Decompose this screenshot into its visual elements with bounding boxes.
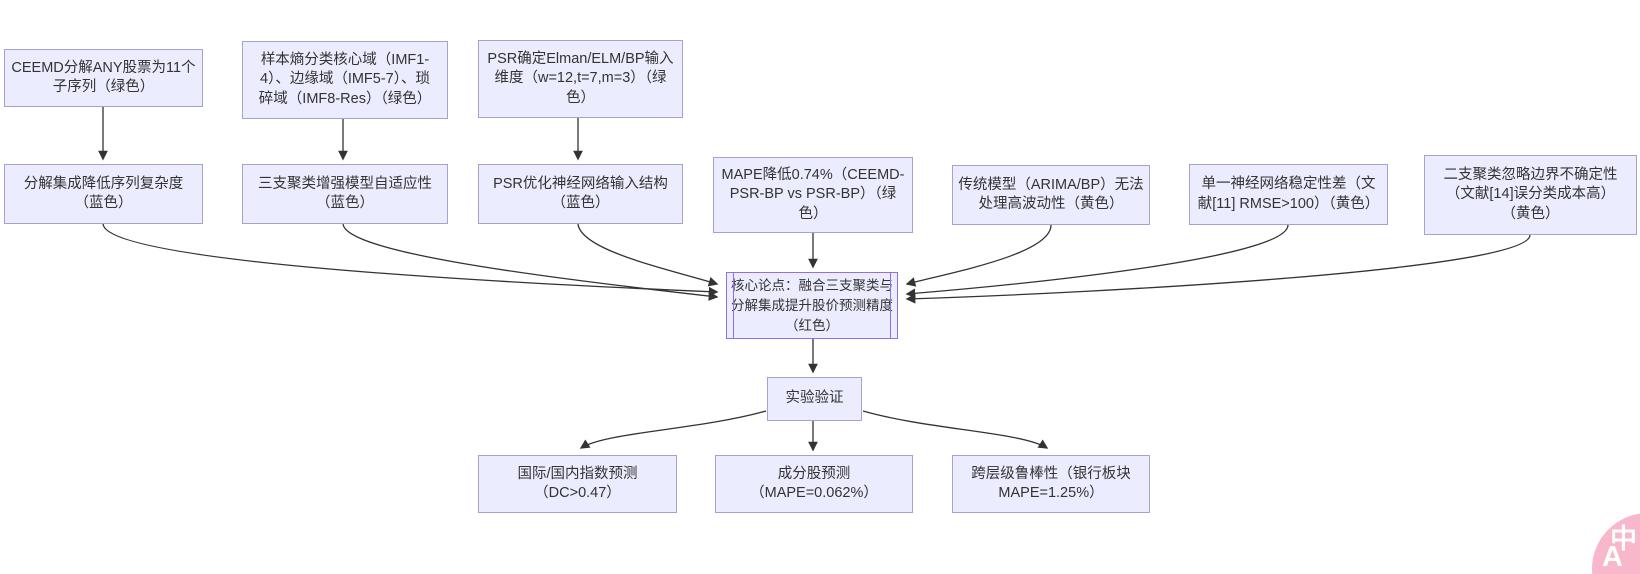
node-label: PSR优化神经网络输入结构 （蓝色） xyxy=(493,175,668,212)
node-label: 国际/国内指数预测 （DC>0.47） xyxy=(517,465,638,502)
node-sample-entropy: 样本熵分类核心域（IMF1- 4）、边缘域（IMF5-7）、琐 碎域（IMF8-… xyxy=(242,41,448,119)
node-traditional-limit: 传统模型（ARIMA/BP）无法 处理高波动性（黄色） xyxy=(952,165,1150,225)
edge-complexity-to-core xyxy=(102,223,719,297)
translate-chinese-icon: 中 xyxy=(1610,524,1637,554)
node-label: 成分股预测 （MAPE=0.062%） xyxy=(750,465,878,502)
edge-adaptivity-to-core xyxy=(342,223,719,301)
node-core-thesis: 核心论点：融合三支聚类与 分解集成提升股价预测精度 （红色） xyxy=(726,272,898,339)
node-label: 二支聚类忽略边界不确定性 （文献[14]误分类成本高） （黄色） xyxy=(1443,166,1618,222)
node-experiment-validation: 实验验证 xyxy=(767,377,862,421)
node-index-prediction: 国际/国内指数预测 （DC>0.47） xyxy=(478,455,677,513)
node-ceemd-decompose: CEEMD分解ANY股票为11个 子序列（绿色） xyxy=(4,49,203,107)
edge-twoway-to-core xyxy=(905,234,1531,304)
node-label: 跨层级鲁棒性（银行板块 MAPE=1.25%） xyxy=(971,465,1131,502)
node-cross-level-robustness: 跨层级鲁棒性（银行板块 MAPE=1.25%） xyxy=(952,455,1150,513)
node-label: 实验验证 xyxy=(785,390,844,407)
node-constituent-prediction: 成分股预测 （MAPE=0.062%） xyxy=(715,455,913,513)
node-two-way-limit: 二支聚类忽略边界不确定性 （文献[14]误分类成本高） （黄色） xyxy=(1424,155,1637,235)
node-mape-improvement: MAPE降低0.74%（CEEMD- PSR-BP vs PSR-BP）（绿 色… xyxy=(713,157,913,233)
node-single-nn-limit: 单一神经网络稳定性差（文 献[11] RMSE>100）（黄色） xyxy=(1189,164,1388,225)
edge-singlenn-to-core xyxy=(905,224,1289,299)
node-label: 分解集成降低序列复杂度 （蓝色） xyxy=(23,175,184,212)
node-psr-structure: PSR优化神经网络输入结构 （蓝色） xyxy=(478,164,683,224)
node-label: 样本熵分类核心域（IMF1- 4）、边缘域（IMF5-7）、琐 碎域（IMF8-… xyxy=(258,51,432,107)
edge-experiment-to-index xyxy=(579,410,767,449)
node-label: 三支聚类增强模型自适应性 （蓝色） xyxy=(258,175,432,212)
edge-structure-to-core xyxy=(577,223,719,287)
node-label: CEEMD分解ANY股票为11个 子序列（绿色） xyxy=(11,59,196,96)
translate-latin-icon: A xyxy=(1602,541,1623,573)
edge-traditional-to-core xyxy=(905,224,1052,287)
node-decompose-complexity: 分解集成降低序列复杂度 （蓝色） xyxy=(4,164,203,224)
translate-toggle-button[interactable]: 中 A xyxy=(1592,513,1640,574)
edge-experiment-to-robustness xyxy=(862,410,1049,449)
node-label: 核心论点：融合三支聚类与 分解集成提升股价预测精度 （红色） xyxy=(731,277,893,333)
node-three-way-adaptivity: 三支聚类增强模型自适应性 （蓝色） xyxy=(242,164,448,224)
node-label: PSR确定Elman/ELM/BP输入 维度（w=12,t=7,m=3）（绿 色… xyxy=(487,50,674,106)
node-label: 单一神经网络稳定性差（文 献[11] RMSE>100）（黄色） xyxy=(1197,176,1380,212)
node-psr-input-dim: PSR确定Elman/ELM/BP输入 维度（w=12,t=7,m=3）（绿 色… xyxy=(478,40,683,118)
node-label: 传统模型（ARIMA/BP）无法 处理高波动性（黄色） xyxy=(958,176,1144,213)
node-label: MAPE降低0.74%（CEEMD- PSR-BP vs PSR-BP）（绿 色… xyxy=(721,166,905,222)
